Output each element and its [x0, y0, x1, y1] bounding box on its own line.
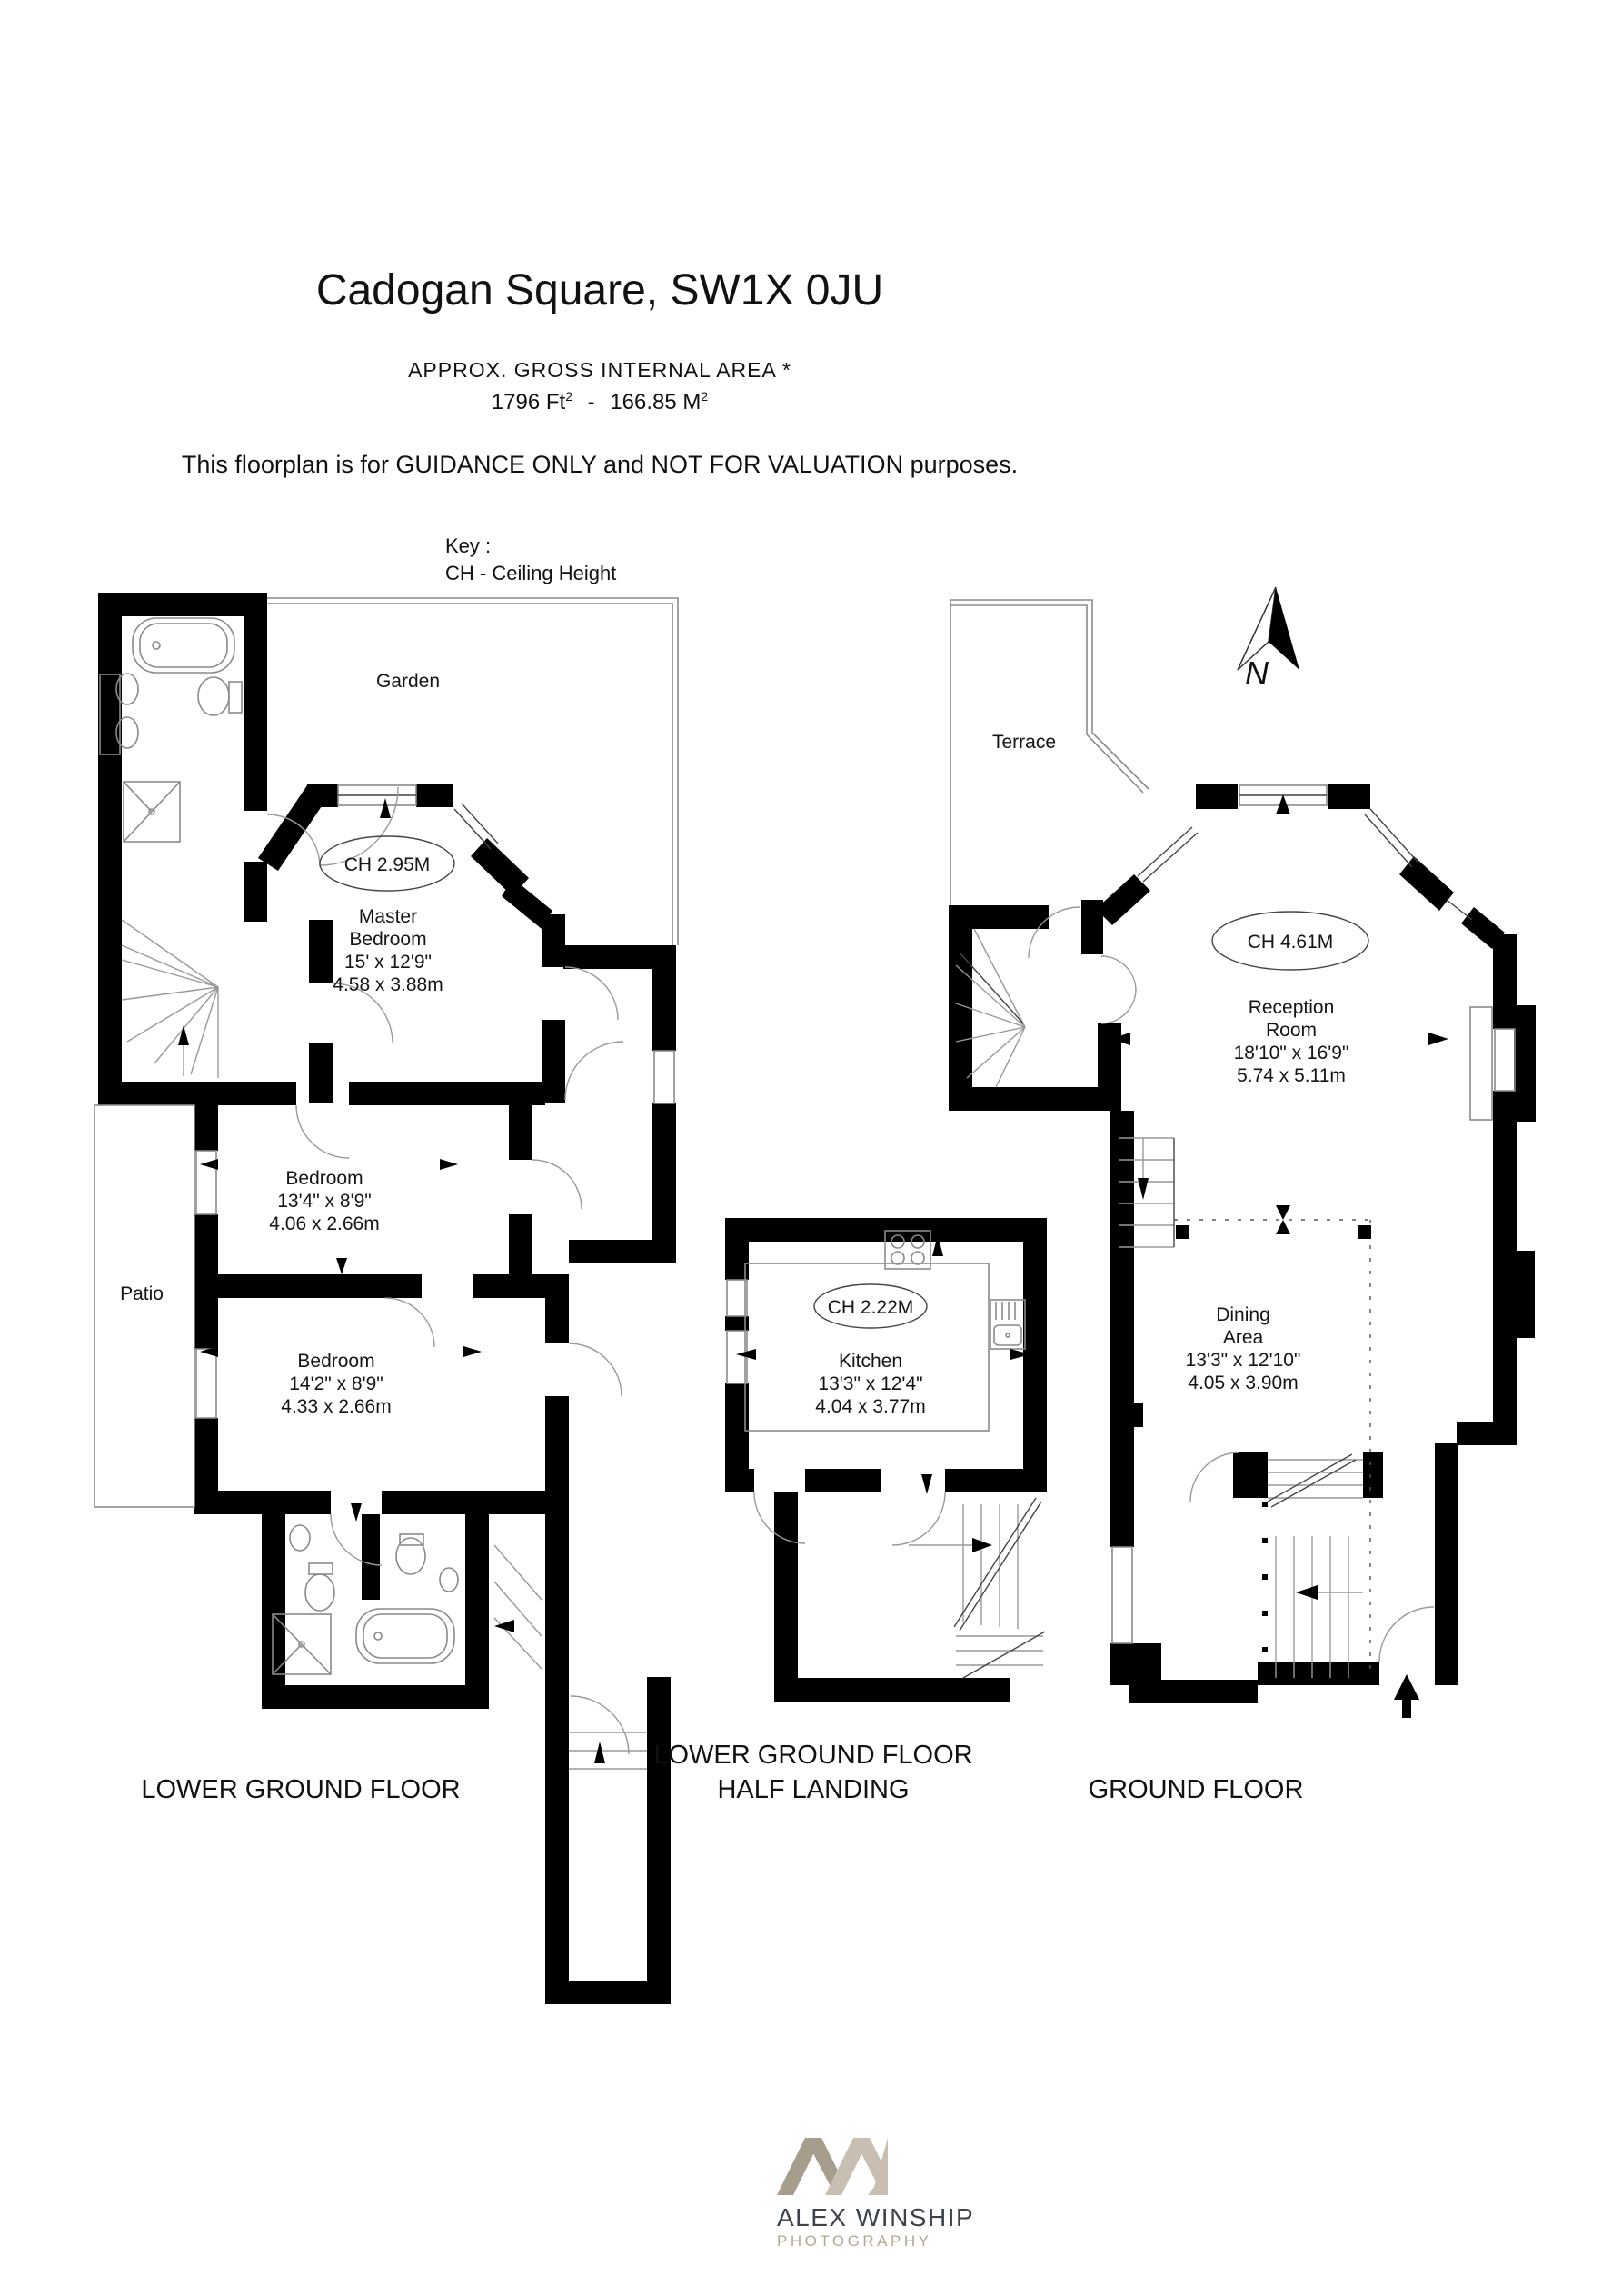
garden-outline: [267, 597, 679, 945]
brand-name: ALEX WINSHIP: [777, 2203, 975, 2231]
stairs-upper: [121, 919, 219, 1078]
hob-icon: [884, 1230, 931, 1270]
room-name: Dining: [1216, 1304, 1270, 1325]
master-bedroom-label: Master Bedroom 15' x 12'9" 4.58 x 3.88m: [333, 905, 443, 996]
area-imperial: 1796 Ft: [491, 390, 566, 414]
walls: [949, 784, 1536, 1703]
door-arcs: [1028, 906, 1435, 1662]
patio-label: Patio: [120, 1283, 164, 1304]
ch-ellipse-kitchen: [813, 1283, 928, 1329]
entrance-arrow-icon: [1394, 1674, 1419, 1718]
direction-arrows: [1110, 794, 1448, 1045]
room-name: Reception: [1248, 997, 1335, 1018]
key-ch-line: CH - Ceiling Height: [445, 562, 617, 584]
half-landing-floor-label: LOWER GROUND FLOOR HALF LANDING: [653, 1738, 972, 1807]
bedroom2-label: Bedroom 13'4" x 8'9" 4.06 x 2.66m: [269, 1167, 379, 1235]
key-legend: Key : CH - Ceiling Height: [445, 533, 616, 587]
kitchen-sink-icon: [990, 1299, 1026, 1350]
room-dims-imperial: 13'4" x 8'9": [277, 1191, 372, 1212]
bath-icon: [132, 617, 235, 674]
room-name: Bedroom: [297, 1351, 375, 1372]
area-imperial-sup: 2: [565, 389, 572, 404]
room-dims-imperial: 14'2" x 8'9": [289, 1373, 383, 1394]
door-arcs: [266, 786, 630, 1755]
windows: [99, 674, 675, 1419]
area-metric: 166.85 M: [610, 390, 702, 414]
lower-ground-floor-label: LOWER GROUND FLOOR: [141, 1775, 461, 1804]
terrace-outline: [950, 599, 1149, 907]
toilet-icon: [395, 1533, 459, 1592]
floor-label-line2: HALF LANDING: [717, 1775, 910, 1804]
room-dims-imperial: 13'3" x 12'10": [1185, 1350, 1301, 1371]
room-name: Master: [358, 906, 418, 927]
door-arcs: [753, 1492, 946, 1546]
shower-icon: [272, 1613, 332, 1675]
walls: [98, 593, 676, 2004]
walls: [725, 1218, 1047, 1702]
toilet-icon: [197, 676, 243, 716]
shower-icon: [123, 781, 181, 843]
ground-floor-label: GROUND FLOOR: [1088, 1775, 1304, 1804]
room-name: Bedroom: [349, 929, 427, 950]
ch-ellipse-master: [319, 835, 455, 892]
room-dims-metric: 4.05 x 3.90m: [1188, 1373, 1299, 1393]
stairs-mid: [1119, 1137, 1175, 1248]
room-dims-metric: 4.58 x 3.88m: [333, 974, 443, 995]
area-metric-sup: 2: [701, 389, 709, 404]
floor-label-line1: LOWER GROUND FLOOR: [653, 1741, 973, 1770]
room-dims-imperial: 18'10" x 16'9": [1233, 1043, 1349, 1063]
entry-stairs: [955, 928, 1026, 1088]
terrace-label: Terrace: [991, 732, 1057, 753]
room-dims-metric: 4.04 x 3.77m: [815, 1396, 926, 1417]
area-values-line: 1796 Ft2 - 166.85 M2: [0, 389, 1199, 415]
compass-n-label: N: [1245, 654, 1269, 692]
room-dims-metric: 5.74 x 5.11m: [1237, 1065, 1346, 1086]
room-name: Bedroom: [285, 1168, 363, 1189]
counter-outline: [744, 1263, 990, 1432]
ground-floor-plan: [949, 586, 1536, 1718]
stairs-lower: [493, 1544, 647, 1770]
lower-ground-floor-plan: [94, 593, 679, 2004]
room-dims-imperial: 15' x 12'9": [343, 952, 433, 973]
ch-kitchen-label: CH 2.22M: [827, 1297, 914, 1318]
patio-outline: [94, 1104, 195, 1508]
bath-icon: [355, 1608, 455, 1664]
stairs-bottom: [1262, 1453, 1363, 1678]
room-name: Room: [1265, 1020, 1318, 1041]
reception-room-label: Reception Room 18'10" x 16'9" 5.74 x 5.1…: [1234, 996, 1349, 1087]
ch-master-label: CH 2.95M: [343, 854, 431, 875]
direction-arrows: [736, 1234, 1030, 1494]
page-title: Cadogan Square, SW1X 0JU: [315, 266, 884, 314]
sink-icon: [115, 673, 139, 749]
half-landing-plan: [725, 1218, 1047, 1702]
toilet-icon: [289, 1524, 335, 1612]
room-name: Area: [1222, 1327, 1264, 1348]
direction-arrows: [200, 798, 482, 1522]
room-dims-imperial: 13'3" x 12'4": [818, 1373, 923, 1394]
disclaimer: This floorplan is for GUIDANCE ONLY and …: [181, 451, 1019, 478]
dining-boundary: [1174, 1205, 1371, 1678]
stairs: [909, 1497, 1046, 1679]
room-dims-metric: 4.06 x 2.66m: [269, 1213, 380, 1234]
ch-reception-label: CH 4.61M: [1247, 932, 1334, 953]
area-dash: -: [587, 390, 595, 414]
dining-area-label: Dining Area 13'3" x 12'10" 4.05 x 3.90m: [1186, 1303, 1301, 1394]
room-dims-metric: 4.33 x 2.66m: [281, 1396, 392, 1417]
north-arrow-icon: [1237, 586, 1299, 671]
windows: [726, 1279, 748, 1384]
brand-subtitle: PHOTOGRAPHY: [777, 2232, 932, 2250]
ch-ellipse-reception: [1211, 911, 1369, 971]
key-title: Key :: [445, 534, 492, 557]
alex-winship-logo-icon: [777, 2138, 888, 2195]
bedroom3-label: Bedroom 14'2" x 8'9" 4.33 x 2.66m: [281, 1350, 391, 1418]
kitchen-label: Kitchen 13'3" x 12'4" 4.04 x 3.77m: [815, 1350, 925, 1418]
approx-area-line: APPROX. GROSS INTERNAL AREA *: [408, 358, 791, 382]
garden-label: Garden: [375, 671, 441, 692]
room-name: Kitchen: [838, 1351, 903, 1372]
